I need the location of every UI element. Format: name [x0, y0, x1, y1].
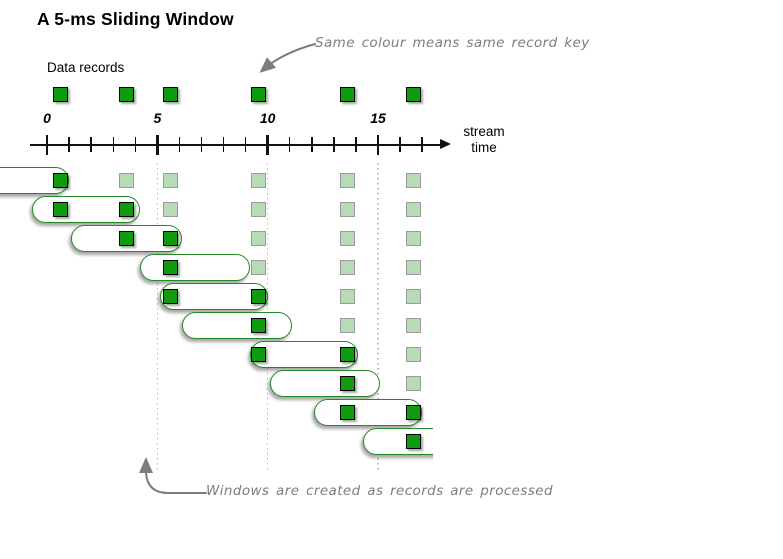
axis-tick	[244, 137, 247, 152]
curved-arrow-icon	[259, 43, 316, 73]
axis-tick	[333, 137, 335, 152]
record-square	[405, 87, 421, 102]
faded-record-square	[163, 173, 179, 188]
record-square	[405, 434, 421, 449]
record-square	[52, 87, 68, 102]
faded-record-square	[405, 202, 421, 217]
faded-record-square	[339, 318, 355, 333]
faded-record-square	[339, 202, 355, 217]
record-square	[251, 318, 267, 333]
faded-record-square	[251, 260, 267, 275]
record-square	[163, 289, 179, 304]
axis-tick-major	[266, 134, 270, 155]
gridline	[377, 163, 379, 473]
gridline	[156, 163, 159, 473]
axis-tick	[311, 137, 313, 152]
axis-tick	[421, 137, 423, 152]
record-square	[251, 87, 267, 102]
sliding-window	[181, 312, 292, 339]
record-square	[118, 231, 134, 246]
sliding-window	[139, 254, 251, 281]
curved-arrow-icon	[139, 457, 207, 494]
annotation-same-colour: Same colour means same record key	[315, 35, 590, 51]
axis-tick	[178, 137, 181, 152]
faded-record-square	[405, 347, 421, 362]
record-square	[251, 347, 267, 362]
faded-record-square	[339, 231, 355, 246]
faded-record-square	[405, 173, 421, 188]
record-square	[339, 376, 355, 391]
stream-time-label: stream time	[455, 124, 513, 155]
faded-record-square	[118, 173, 134, 188]
faded-record-square	[251, 231, 267, 246]
axis-tick	[68, 137, 70, 152]
faded-record-square	[405, 260, 421, 275]
record-square	[52, 202, 68, 217]
record-square	[52, 173, 68, 188]
faded-record-square	[405, 376, 421, 391]
faded-record-square	[405, 231, 421, 246]
axis-tick	[399, 137, 401, 152]
axis-tick-major	[155, 134, 159, 155]
axis-tick	[355, 137, 357, 152]
record-square	[339, 405, 355, 420]
data-records-label: Data records	[47, 60, 125, 75]
record-square	[251, 289, 267, 304]
axis-tick-label: 0	[43, 110, 51, 126]
annotation-windows-created: Windows are created as records are proce…	[206, 483, 553, 499]
faded-record-square	[339, 173, 355, 188]
sliding-window	[362, 428, 433, 455]
axis-arrowhead-icon	[440, 139, 451, 149]
stream-time-line2: time	[471, 139, 497, 155]
sliding-windows-layer	[0, 167, 433, 455]
record-square	[163, 87, 179, 102]
axis-tick	[222, 137, 225, 152]
axis-tick-label: 5	[153, 110, 162, 126]
faded-record-square	[251, 173, 267, 188]
record-square	[163, 231, 179, 246]
axis-tick-major	[45, 134, 49, 155]
axis-tick	[90, 137, 92, 152]
sliding-window	[269, 370, 381, 397]
axis-line	[30, 144, 441, 146]
record-square	[163, 260, 179, 275]
axis-tick	[134, 137, 136, 152]
record-square	[118, 87, 134, 102]
stream-time-line1: stream	[463, 124, 505, 139]
axis-tick	[112, 137, 114, 152]
faded-record-square	[405, 289, 421, 304]
record-square	[405, 405, 421, 420]
record-square	[339, 87, 355, 102]
axis-tick	[200, 137, 203, 152]
page-title: A 5-ms Sliding Window	[37, 9, 234, 29]
record-square	[339, 347, 355, 362]
faded-record-square	[339, 289, 355, 304]
axis-tick-label: 10	[259, 110, 276, 126]
faded-record-square	[163, 202, 179, 217]
faded-record-square	[405, 318, 421, 333]
sliding-window	[314, 399, 423, 426]
axis-tick-label: 15	[370, 110, 386, 126]
axis-tick	[289, 137, 291, 152]
axis-tick-major	[376, 134, 380, 155]
faded-record-square	[339, 260, 355, 275]
faded-record-square	[251, 202, 267, 217]
record-square	[118, 202, 134, 217]
